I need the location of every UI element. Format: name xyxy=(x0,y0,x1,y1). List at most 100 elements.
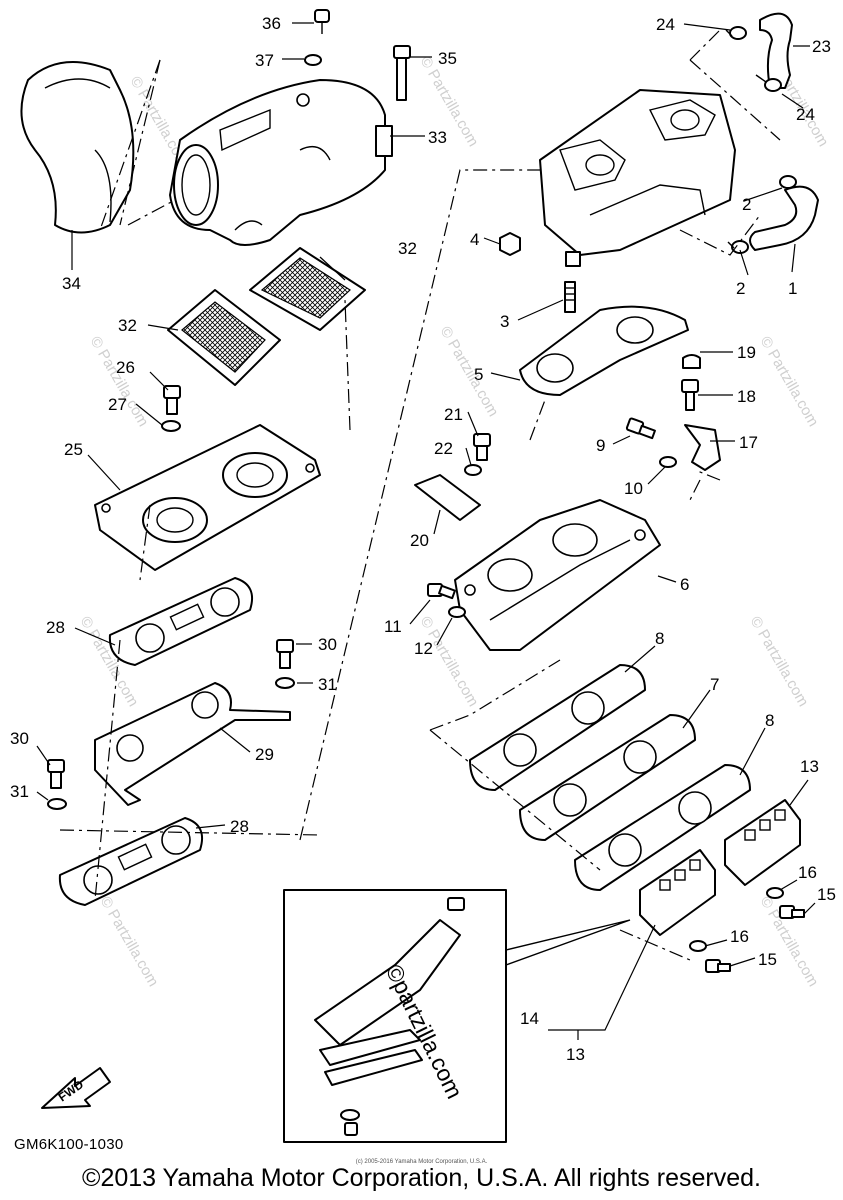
part-27-washer xyxy=(161,420,181,432)
callout-13b: 13 xyxy=(566,1045,585,1064)
callout-2b: 2 xyxy=(736,279,745,298)
part-35-bolt xyxy=(393,45,411,101)
part-9-bolt xyxy=(625,417,656,440)
callout-5: 5 xyxy=(474,365,483,384)
part-6-intake-manifold xyxy=(454,499,661,651)
part-18-bolt xyxy=(681,379,699,411)
part-2-clamp-b xyxy=(727,240,749,254)
part-20-bracket xyxy=(414,474,481,521)
part-8-gasket-lower xyxy=(574,764,751,891)
callout-35: 35 xyxy=(438,49,457,68)
svg-text:© Partzilla.com: © Partzilla.com xyxy=(747,614,812,710)
callout-16b: 16 xyxy=(730,927,749,946)
part-28-gasket-upper xyxy=(108,577,254,666)
callout-13a: 13 xyxy=(800,757,819,776)
part-7-spacer xyxy=(519,714,696,841)
callout-4: 4 xyxy=(470,230,479,249)
part-24-clamp-b xyxy=(755,74,782,92)
part-36-screw xyxy=(314,9,330,34)
part-5-gasket xyxy=(519,305,689,396)
part-30-bolt-a xyxy=(276,639,294,669)
callout-8b: 8 xyxy=(765,711,774,730)
part-17-bracket xyxy=(684,424,721,471)
callout-26: 26 xyxy=(116,358,135,377)
callout-17: 17 xyxy=(739,433,758,452)
silencer-housing xyxy=(169,79,386,246)
callout-31b: 31 xyxy=(10,782,29,801)
callout-22: 22 xyxy=(434,439,453,458)
callout-20: 20 xyxy=(410,531,429,550)
part-30-bolt-b xyxy=(47,759,65,789)
callout-8a: 8 xyxy=(655,629,664,648)
forward-arrow: FWD xyxy=(41,1067,111,1109)
callout-7: 7 xyxy=(710,675,719,694)
assembly-lines xyxy=(59,29,781,961)
callout-numbers: 36 37 35 33 34 32 32 26 27 25 28 30 31 2… xyxy=(10,14,836,1064)
carburetor-assembly xyxy=(539,89,736,267)
callout-31a: 31 xyxy=(318,675,337,694)
catalog-code: GM6K100-1030 xyxy=(14,1136,124,1153)
callout-24b: 24 xyxy=(796,105,815,124)
callout-34: 34 xyxy=(62,274,81,293)
svg-text:© Partzilla.com: © Partzilla.com xyxy=(757,334,822,430)
part-25-silencer-base xyxy=(94,424,321,571)
callout-36: 36 xyxy=(262,14,281,33)
small-copyright: (c) 2005-2016 Yamaha Motor Corporation, … xyxy=(355,1159,488,1165)
part-28-gasket-lower xyxy=(58,817,204,906)
part-23-hose xyxy=(759,12,793,89)
svg-text:© Partzilla.com: © Partzilla.com xyxy=(87,334,152,430)
part-37-o-ring xyxy=(304,54,322,66)
callout-37: 37 xyxy=(255,51,274,70)
part-32-filter-elements xyxy=(167,247,366,386)
callout-33: 33 xyxy=(428,128,447,147)
part-1-hose xyxy=(749,185,819,251)
part-13-reed-valve-b xyxy=(639,849,716,936)
callout-1: 1 xyxy=(788,279,797,298)
callout-30b: 30 xyxy=(10,729,29,748)
callout-14: 14 xyxy=(520,1009,539,1028)
callout-23: 23 xyxy=(812,37,831,56)
inset-reed-valve-detail xyxy=(283,889,631,1143)
callout-10: 10 xyxy=(624,479,643,498)
part-34-intake-duct xyxy=(20,61,135,234)
callout-30a: 30 xyxy=(318,635,337,654)
part-12-washer xyxy=(448,606,466,618)
part-8-gasket-upper xyxy=(469,664,646,791)
part-4-nut xyxy=(499,232,521,256)
callout-11: 11 xyxy=(384,617,402,636)
part-15-bolt-a xyxy=(779,905,805,919)
part-3-stud xyxy=(564,281,576,313)
callout-16a: 16 xyxy=(798,863,817,882)
part-31-washer-a xyxy=(275,677,295,689)
callout-27: 27 xyxy=(108,395,127,414)
callout-25: 25 xyxy=(64,440,83,459)
callout-3: 3 xyxy=(500,312,509,331)
callout-9: 9 xyxy=(596,436,605,455)
part-15-bolt-b xyxy=(705,959,731,973)
part-22-washer xyxy=(464,464,482,476)
callout-21: 21 xyxy=(444,405,463,424)
callout-19: 19 xyxy=(737,343,756,362)
svg-text:© Partzilla.com: © Partzilla.com xyxy=(417,614,482,710)
copyright-notice: ©2013 Yamaha Motor Corporation, U.S.A. A… xyxy=(82,1164,761,1192)
callout-32a: 32 xyxy=(398,239,417,258)
part-13-reed-valve-a xyxy=(724,799,801,886)
callout-2a: 2 xyxy=(742,195,751,214)
part-24-clamp-a xyxy=(725,26,747,40)
callout-15b: 15 xyxy=(758,950,777,969)
callout-32b: 32 xyxy=(118,316,137,335)
callout-12: 12 xyxy=(414,639,433,658)
part-10-washer xyxy=(659,456,677,468)
part-29-plate xyxy=(94,682,291,806)
part-19-cap xyxy=(682,354,701,369)
leader-lines xyxy=(36,22,816,1040)
svg-text:© Partzilla.com: © Partzilla.com xyxy=(97,894,162,990)
part-2-clamp-a xyxy=(779,175,797,189)
callout-29: 29 xyxy=(255,745,274,764)
callout-24a: 24 xyxy=(656,15,675,34)
callout-15a: 15 xyxy=(817,885,836,904)
part-33-collar xyxy=(375,125,393,157)
callout-28b: 28 xyxy=(230,817,249,836)
part-26-bolt xyxy=(163,385,181,415)
